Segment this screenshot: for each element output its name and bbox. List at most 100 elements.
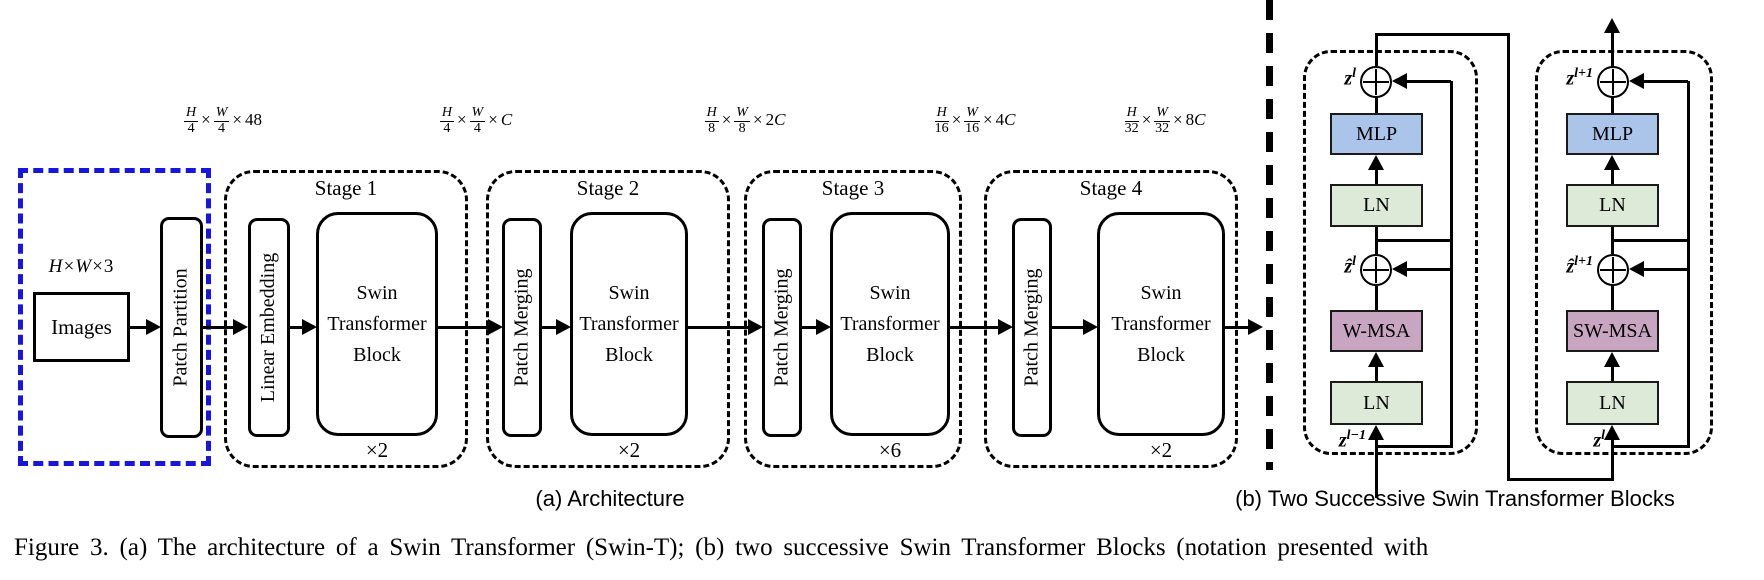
multiplier-1: ×2 (365, 438, 389, 462)
swin-block-4: Swin Transformer Block (1097, 212, 1225, 436)
connector-line (1611, 365, 1614, 381)
connector-line (1375, 97, 1378, 113)
flow-line (290, 326, 303, 329)
connector-line (1611, 286, 1614, 310)
stage-title-4: Stage 4 (1079, 176, 1143, 200)
connector-line (1375, 365, 1378, 381)
linear-embedding-label: Linear Embedding (257, 252, 280, 403)
residual-line (1377, 445, 1451, 448)
arrowhead-left-icon (1629, 73, 1644, 89)
caption-a: (a) Architecture (535, 486, 685, 511)
stage-container-4 (984, 170, 1238, 468)
arrowhead-right-icon (302, 319, 317, 335)
input-dim-label: H×W×3 (48, 256, 114, 277)
ln-box-1-top: LN (1330, 184, 1423, 227)
residual-line (1377, 239, 1451, 242)
multiplier-3: ×6 (878, 438, 902, 462)
multiplier-2: ×2 (617, 438, 641, 462)
flow-line (542, 326, 557, 329)
arrowhead-up-icon (1604, 18, 1620, 33)
arrowhead-up-icon (1368, 155, 1384, 170)
swin-block-1: Swin Transformer Block (316, 212, 438, 436)
arrowhead-up-icon (1368, 425, 1384, 440)
patch-merging-box-2: Patch Merging (502, 218, 542, 437)
arrowhead-right-icon (556, 319, 571, 335)
arrowhead-left-icon (1392, 261, 1407, 277)
images-label: Images (51, 314, 112, 339)
ab-divider (1266, 0, 1273, 470)
flow-line (203, 326, 234, 329)
arrowhead-right-icon (233, 319, 248, 335)
caption-b: (b) Two Successive Swin Transformer Bloc… (1235, 486, 1675, 511)
residual-line (1613, 239, 1688, 242)
residual-line (1644, 80, 1688, 83)
stage-title-1: Stage 1 (314, 176, 378, 200)
flow-line (688, 326, 749, 329)
swin-block-detail-2 (1535, 50, 1713, 455)
connector-line (1507, 33, 1510, 481)
flow-line (130, 326, 147, 329)
stage-title-2: Stage 2 (576, 176, 640, 200)
io-label-zhat-l: ẑl (1344, 254, 1356, 278)
flow-line (438, 326, 489, 329)
io-label-z-lplus1: zl+1 (1566, 66, 1593, 90)
wmsa-box: W-MSA (1330, 310, 1423, 352)
circle-plus-icon (1360, 254, 1392, 286)
arrowhead-left-icon (1392, 73, 1407, 89)
arrowhead-up-icon (1604, 352, 1620, 367)
connector-line (1507, 478, 1613, 481)
images-box: Images (33, 292, 130, 362)
arrowhead-right-icon (998, 319, 1013, 335)
connector-line (1611, 227, 1614, 254)
circle-plus-icon (1597, 254, 1629, 286)
residual-line (1407, 268, 1451, 271)
connector-line (1375, 168, 1378, 184)
io-label-z-l-in: zl (1593, 428, 1605, 452)
residual-line (1644, 268, 1688, 271)
stage-title-3: Stage 3 (821, 176, 885, 200)
stage-container-1 (224, 170, 468, 468)
swin-block-detail-1 (1303, 50, 1478, 455)
connector-line (1375, 227, 1378, 254)
connector-line (1611, 97, 1614, 113)
connector-line (1375, 33, 1510, 36)
connector-line (1611, 31, 1614, 66)
multiplier-4: ×2 (1149, 438, 1173, 462)
ln-box-2-top: LN (1566, 184, 1659, 227)
flow-line (802, 326, 817, 329)
mlp-box-2: MLP (1566, 113, 1659, 155)
io-label-z-l: zl (1344, 66, 1356, 90)
swin-block-3: Swin Transformer Block (830, 212, 950, 436)
arrowhead-right-icon (816, 319, 831, 335)
swin-block-2: Swin Transformer Block (570, 212, 688, 436)
patch-merging-box-4: Patch Merging (1012, 218, 1052, 437)
patch-partition-box: Patch Partition (160, 217, 203, 438)
connector-line (1611, 438, 1614, 481)
flow-line (950, 326, 999, 329)
connector-line (1375, 438, 1378, 498)
patch-merging-label: Patch Merging (1020, 268, 1043, 387)
arrowhead-up-icon (1368, 352, 1384, 367)
patch-merging-label: Patch Merging (510, 268, 533, 387)
mlp-box-1: MLP (1330, 113, 1423, 155)
residual-line (1407, 80, 1451, 83)
patch-merging-box-3: Patch Merging (762, 218, 802, 437)
stage-container-3 (744, 170, 962, 468)
arrowhead-up-icon (1604, 425, 1620, 440)
ln-box-1-bottom: LN (1330, 381, 1423, 425)
residual-line (1613, 445, 1688, 448)
arrowhead-right-icon (748, 319, 763, 335)
flow-line (1225, 326, 1249, 329)
connector-line (1375, 33, 1378, 66)
connector-line (1611, 168, 1614, 184)
input-region-outline (18, 168, 211, 466)
patch-merging-label: Patch Merging (770, 268, 793, 387)
io-label-zhat-lplus1: ẑl+1 (1566, 254, 1593, 278)
circle-plus-icon (1360, 66, 1392, 98)
